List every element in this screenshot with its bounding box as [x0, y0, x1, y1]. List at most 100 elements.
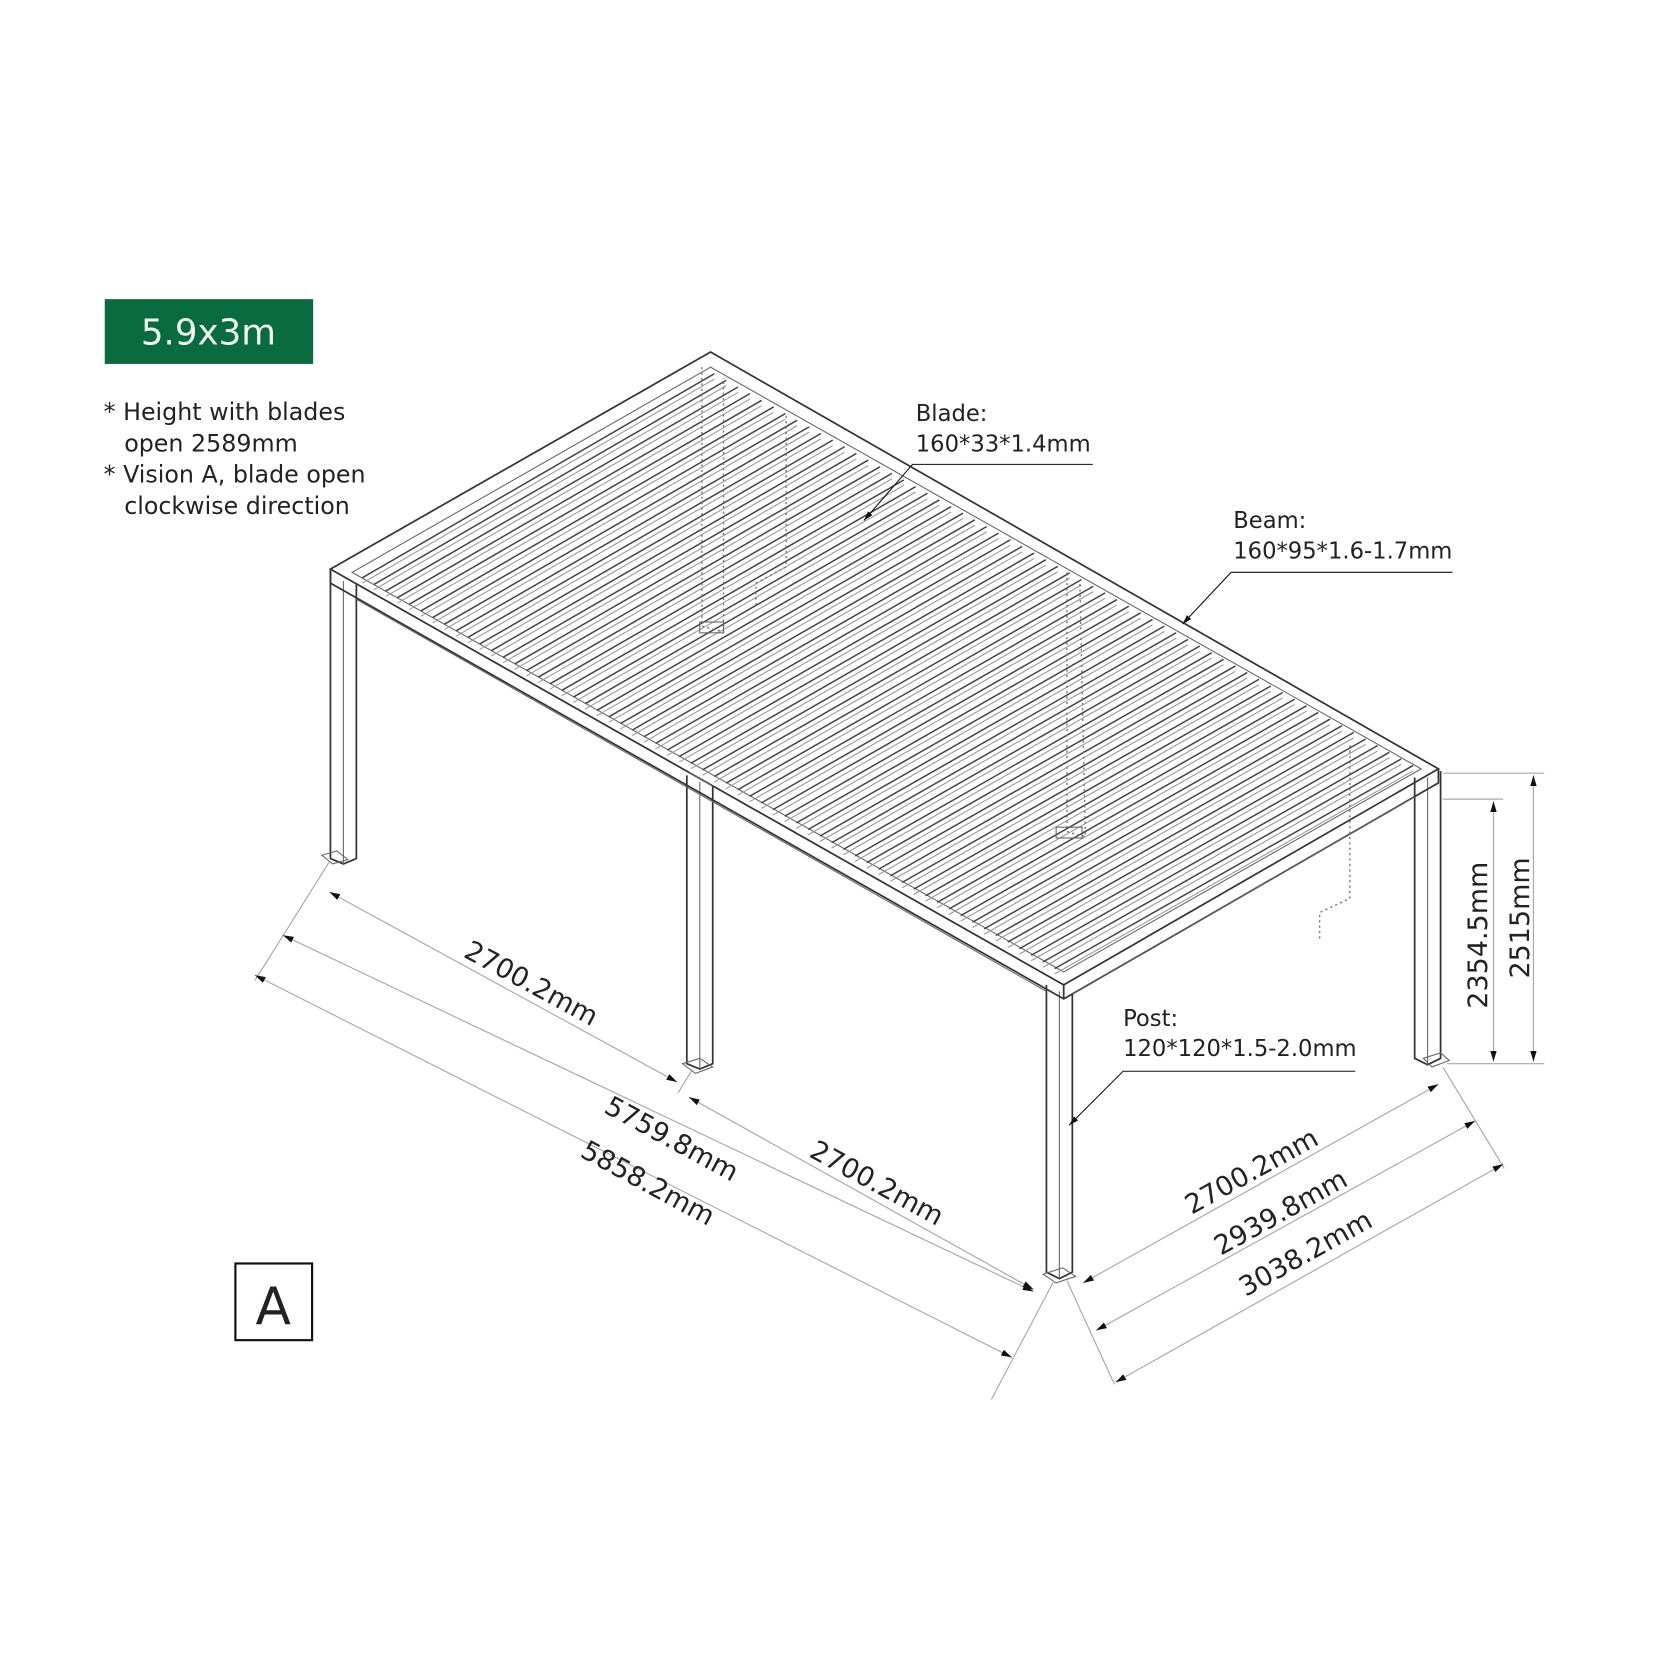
roof-blade — [796, 624, 1153, 829]
roof-blade — [890, 677, 1248, 882]
roof-blade — [796, 618, 1153, 824]
roof-blade — [1042, 763, 1402, 968]
roof-blade — [678, 557, 1035, 763]
roof-blade — [596, 511, 952, 717]
note-2-line-2: clockwise direction — [124, 492, 350, 520]
post-right — [1413, 771, 1451, 1068]
roof-blade — [420, 411, 774, 617]
roof-blade — [983, 725, 1343, 930]
roof-blade — [1030, 757, 1390, 962]
roof-blade — [432, 418, 786, 624]
roof-blade — [361, 373, 715, 579]
roof-blade — [385, 386, 739, 592]
roof-blade — [385, 391, 739, 597]
size-badge-label: 5.9x3m — [141, 312, 276, 353]
post-callout: Post: 120*120*1.5-2.0mm — [1068, 1006, 1357, 1126]
roof-blade — [397, 398, 751, 604]
roof-blade — [1019, 750, 1378, 955]
roof-blade — [584, 499, 940, 705]
roof-blade — [901, 684, 1260, 889]
roof-blade — [678, 552, 1035, 758]
roof-blade — [925, 697, 1284, 902]
roof-blade — [643, 532, 999, 738]
roof-blade — [878, 665, 1236, 870]
roof-blade — [690, 564, 1047, 770]
roof-blade — [373, 379, 727, 586]
post-left — [320, 572, 358, 865]
roof-blade — [631, 531, 987, 737]
roof-blade — [913, 690, 1272, 895]
roof-blade — [1042, 758, 1402, 963]
roof-blade — [936, 698, 1296, 904]
roof-blade — [467, 432, 822, 639]
note-1-line-1: * Height with blades — [104, 398, 346, 426]
post-callout-spec: 120*120*1.5-2.0mm — [1123, 1036, 1357, 1062]
dim-height-inner: 2354.5mm — [1463, 862, 1494, 1009]
roof-blade — [608, 512, 964, 718]
roof-blade — [690, 559, 1047, 764]
roof-blade — [843, 650, 1201, 856]
roof-blade — [502, 458, 857, 664]
notes: * Height with blades open 2589mm * Visio… — [104, 398, 366, 520]
roof-blade — [373, 385, 727, 591]
roof-blade — [760, 604, 1118, 809]
roof-blade — [737, 591, 1094, 796]
roof-blade — [866, 664, 1224, 869]
roof-blade — [972, 718, 1331, 923]
roof-blade — [432, 412, 786, 619]
roof-blade — [526, 466, 881, 672]
roof-blade — [772, 605, 1130, 811]
roof-blade — [854, 657, 1213, 862]
roof-blade — [1054, 770, 1414, 975]
post-callout-title: Post: — [1123, 1006, 1178, 1032]
roof-blade — [408, 399, 763, 605]
roof-blade — [831, 638, 1189, 844]
roof-blade — [936, 704, 1295, 909]
beam-callout-title: Beam: — [1233, 508, 1306, 534]
dim-height-outer: 2515mm — [1505, 857, 1536, 978]
roof-blade — [608, 518, 964, 723]
roof-blade — [514, 464, 869, 670]
roof-blade — [666, 545, 1023, 751]
roof-blade — [854, 652, 1213, 857]
roof-blade — [960, 717, 1319, 922]
roof-blade — [561, 485, 917, 692]
roof-blade — [537, 478, 893, 684]
roof-blade — [772, 611, 1130, 816]
dim-left-span-1: 2700.2mm — [459, 935, 603, 1032]
roof-blade — [866, 658, 1224, 864]
roof-blade — [995, 737, 1355, 942]
roof-blade — [1054, 764, 1414, 970]
roof-blade — [655, 544, 1011, 750]
roof-blade — [1007, 743, 1366, 948]
blade-callout-title: Blade: — [916, 401, 988, 427]
roof-blade — [784, 617, 1141, 823]
roof-blade — [948, 710, 1307, 915]
roof-blade — [760, 598, 1118, 804]
roof-blade — [1007, 738, 1367, 943]
roof-blade — [444, 425, 798, 631]
roof-blade — [925, 691, 1284, 897]
roof-blade — [1019, 744, 1378, 950]
roof-blade — [420, 406, 774, 612]
roof-blade — [737, 585, 1094, 791]
roof-blade — [526, 471, 881, 677]
dimension-lines — [254, 772, 1545, 1400]
roof-blade — [584, 504, 940, 710]
roof-blade — [408, 405, 762, 611]
roof-blade — [502, 452, 857, 658]
roof-blade — [514, 459, 869, 665]
roof-blade — [620, 524, 976, 730]
note-1-line-2: open 2589mm — [124, 429, 298, 457]
roof-blade — [667, 551, 1023, 756]
pergola-structure — [320, 351, 1451, 1284]
roof-blade — [842, 645, 1201, 851]
roof-blade — [749, 592, 1106, 798]
roof-blade — [397, 392, 751, 599]
note-2-line-1: * Vision A, blade open — [104, 461, 366, 489]
roof-blade — [643, 538, 999, 743]
roof-blade — [655, 539, 1011, 745]
roof-blade — [713, 572, 1070, 778]
roof-blade — [807, 631, 1165, 836]
